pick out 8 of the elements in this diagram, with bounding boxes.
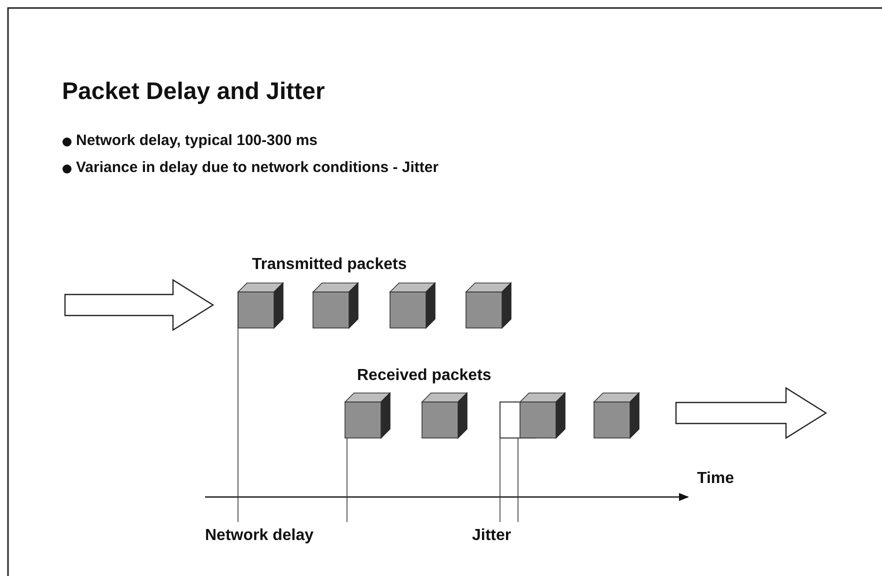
row-label: Transmitted packets [252, 256, 407, 274]
marker-label: Network delay [205, 527, 314, 545]
row-label: Received packets [357, 367, 492, 385]
bullet-item: Variance in delay due to network conditions - Jitter [76, 159, 439, 176]
marker-label: Jitter [472, 527, 512, 545]
axis-label: Time [697, 470, 734, 488]
bullet-item: Network delay, typical 100-300 ms [76, 132, 318, 149]
slide-title: Packet Delay and Jitter [62, 78, 325, 106]
